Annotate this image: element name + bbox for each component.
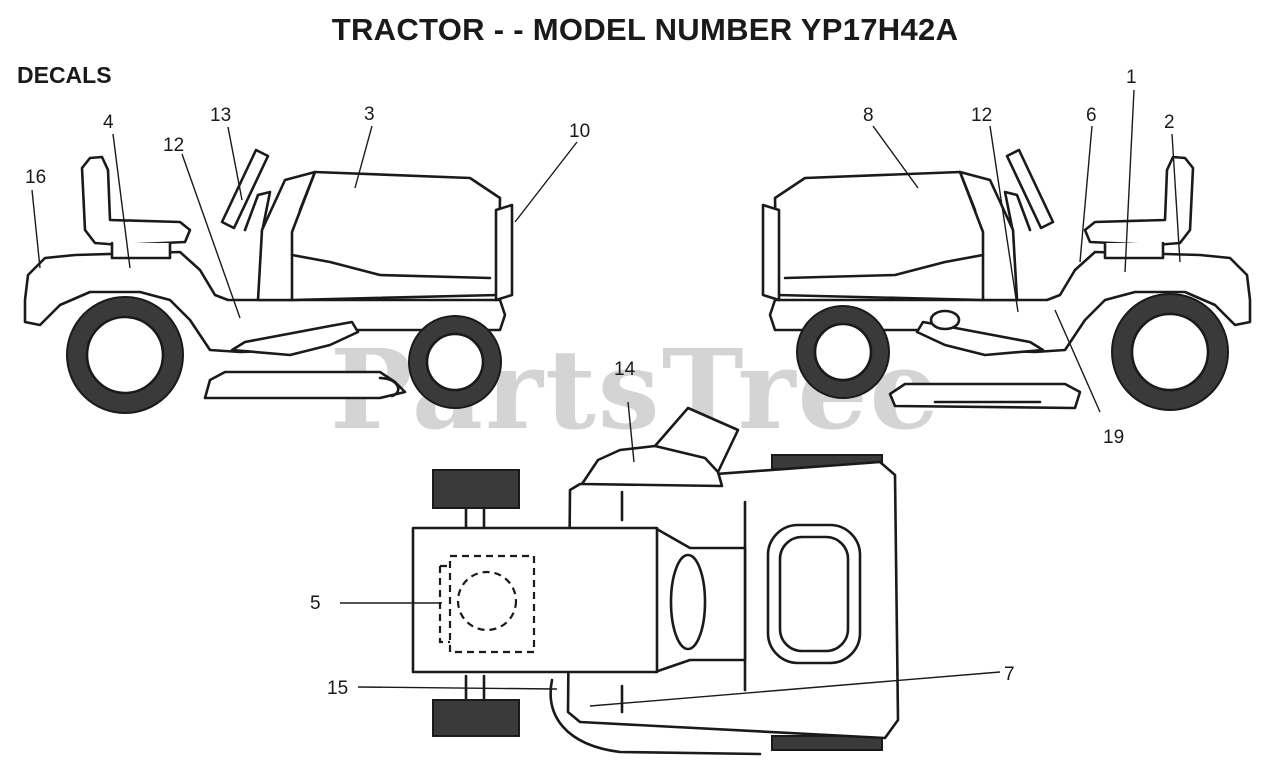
- section-label: DECALS: [17, 62, 112, 88]
- callout-1: 1: [1126, 67, 1137, 88]
- tractor-left-side-view: [23, 148, 514, 414]
- tractor-right-side-view: [761, 148, 1252, 411]
- callout-12-right: 12: [971, 105, 992, 126]
- tractor-top-view: [411, 406, 900, 756]
- callout-8: 8: [863, 105, 874, 126]
- callout-4: 4: [103, 112, 114, 133]
- callout-16: 16: [25, 167, 46, 188]
- callout-13: 13: [210, 105, 231, 126]
- callout-15: 15: [327, 678, 348, 699]
- callout-2: 2: [1164, 112, 1175, 133]
- callout-labels: 16 4 12 13 3 10 8 12 6 1 2 19 14 5 15 7: [25, 67, 1175, 699]
- diagram-title: TRACTOR - - MODEL NUMBER YP17H42A: [331, 12, 959, 47]
- callout-6: 6: [1086, 105, 1097, 126]
- callout-7: 7: [1004, 664, 1015, 685]
- leader-lines: [31, 89, 1181, 707]
- callout-5: 5: [310, 593, 321, 614]
- callout-10: 10: [569, 121, 590, 142]
- callout-14: 14: [614, 359, 636, 380]
- callout-3: 3: [364, 104, 375, 125]
- callout-19: 19: [1103, 427, 1124, 448]
- callout-12-left: 12: [163, 135, 184, 156]
